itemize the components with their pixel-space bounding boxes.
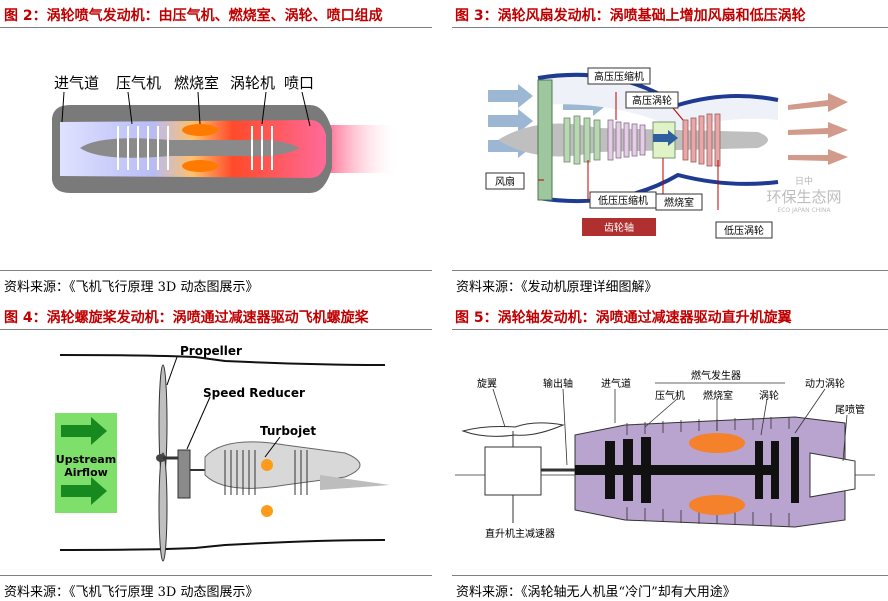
airflow-label-2: Airflow [64,466,108,479]
main-shaft [575,465,775,475]
figure-4-title: 图 4：涡轮螺旋桨发动机：涡喷通过减速器驱动飞机螺旋桨 [4,310,369,326]
airflow-arrow-top [61,417,107,445]
nacelle-bottom-line [59,539,386,551]
figure-5-top-rule [452,329,888,330]
figure-5-title: 图 5：涡轮轴发动机：涡喷通过减速器驱动直升机旋翼 [455,310,792,326]
label-compressor: 压气机 [116,74,161,92]
turbine-disks [755,437,799,503]
airflow-arrow-bottom [61,477,107,505]
fan-blade [537,79,553,201]
combustor-top [689,433,745,453]
hp-compressor-stages [607,119,646,161]
turbojet-blades [224,450,308,495]
label-turbine: 涡轮 [759,389,779,402]
combustor-flame-bottom [261,505,273,517]
label-lp-compressor: 低压压缩机 [589,191,657,209]
exhaust-arrows [788,93,848,165]
svg-text:风扇: 风扇 [495,175,515,188]
label-turbine: 涡轮机 [230,74,275,92]
label-output-shaft: 输出轴 [543,377,573,390]
svg-text:日中: 日中 [795,175,813,187]
engine-spool [80,138,300,158]
figure-2-source: 资料来源：《飞机飞行原理 3D 动态图展示》 [4,280,259,295]
core-flow-arrow [653,130,678,146]
label-compressor: 压气机 [655,389,685,402]
exhaust-cone [320,475,390,490]
svg-text:齿轮轴: 齿轮轴 [604,221,634,234]
label-propeller: Propeller [180,344,242,358]
label-combustor: 燃烧室 [703,389,733,402]
propeller-hub [156,454,166,462]
label-nozzle: 尾喷管 [835,403,865,416]
nacelle-top-line [59,354,386,366]
label-main-gearbox: 直升机主减速器 [485,527,555,540]
combustor-flame-top [182,124,218,136]
label-combustor: 燃烧室 [174,74,219,92]
turbofan-diagram: 高压压缩机 高压涡轮 风扇 低压压缩机 燃烧室 齿轮轴 低压涡轮 日中 环保生态… [485,67,848,239]
label-hp-turbine: 高压涡轮 [625,91,679,109]
compressor-blades [117,126,169,170]
combustor-flame-bottom [182,160,218,172]
svg-text:ECO JAPAN CHINA: ECO JAPAN CHINA [777,207,831,214]
figure-5-bottom-rule [452,575,888,576]
label-leaders [492,382,848,466]
label-lp-turbine: 低压涡轮 [715,221,773,239]
figure-3-source: 资料来源：《发动机原理详细图解》 [456,280,658,295]
main-gearbox [484,446,542,496]
label-leaders [61,91,311,127]
svg-text:高压压缩机: 高压压缩机 [594,70,644,83]
speed-reducer-box [177,449,191,499]
turbojet-diagram: 进气道 压气机 燃烧室 涡轮机 喷口 [52,74,400,193]
exhaust-plume [320,125,400,173]
airflow-label-1: Upstream [56,453,116,466]
figure-3-bottom-rule [452,270,888,271]
figure-4-top-rule [0,329,432,330]
watermark: 日中 环保生态网 ECO JAPAN CHINA [766,175,841,214]
rotor-blade [461,422,565,437]
svg-text:低压涡轮: 低压涡轮 [724,224,764,237]
turboshaft-diagram: 旋翼 输出轴 进气道 燃气发生器 压气机 燃烧室 涡轮 动力涡轮 尾喷管 直升机… [455,369,875,540]
label-gear-shaft: 齿轮轴 [582,218,656,236]
combustor-bottom [689,495,745,515]
label-leaders-red [538,92,719,210]
turboprop-diagram: Upstream Airflow Propeller Speed Reducer… [55,344,390,562]
label-combustor: 燃烧室 [655,193,703,211]
figure-4-source: 资料来源：《飞机飞行原理 3D 动态图展示》 [4,585,259,600]
label-gas-generator: 燃气发生器 [691,369,741,382]
combustor-flame-top [261,459,273,471]
svg-text:环保生态网: 环保生态网 [766,188,841,206]
label-inlet: 进气道 [54,74,99,92]
figure-3-top-rule [452,27,888,28]
label-rotor: 旋翼 [477,377,497,390]
label-inlet: 进气道 [601,377,631,390]
label-turbojet: Turbojet [260,424,316,438]
exhaust-nozzle [809,452,856,498]
figure-2-title: 图 2：涡轮喷气发动机：由压气机、燃烧室、涡轮、喷口组成 [4,8,383,24]
label-power-turbine: 动力涡轮 [805,377,845,390]
turbine-blades [251,126,273,170]
label-fan: 风扇 [485,172,525,190]
figure-2-bottom-rule [0,270,432,271]
nacelle-bottom [537,172,779,204]
figure-2-top-rule [0,27,432,28]
svg-text:燃烧室: 燃烧室 [664,196,694,209]
figure-5-source: 资料来源：《涡轮轴无人机虽“冷门”却有大用途》 [456,585,736,600]
figure-3-title: 图 3：涡轮风扇发动机：涡喷基础上增加风扇和低压涡轮 [455,8,806,24]
figure-4-bottom-rule [0,575,432,576]
casing-hatching [626,417,790,526]
label-speed-reducer: Speed Reducer [203,386,305,400]
label-hp-compressor: 高压压缩机 [587,67,651,85]
propeller-blade-bottom [158,452,168,562]
label-nozzle: 喷口 [284,74,314,92]
lp-turbine-stages [682,113,721,167]
svg-text:高压涡轮: 高压涡轮 [632,94,672,107]
svg-text:低压压缩机: 低压压缩机 [598,194,648,207]
lp-compressor-stages [563,115,601,165]
compressor-disks [605,437,651,503]
